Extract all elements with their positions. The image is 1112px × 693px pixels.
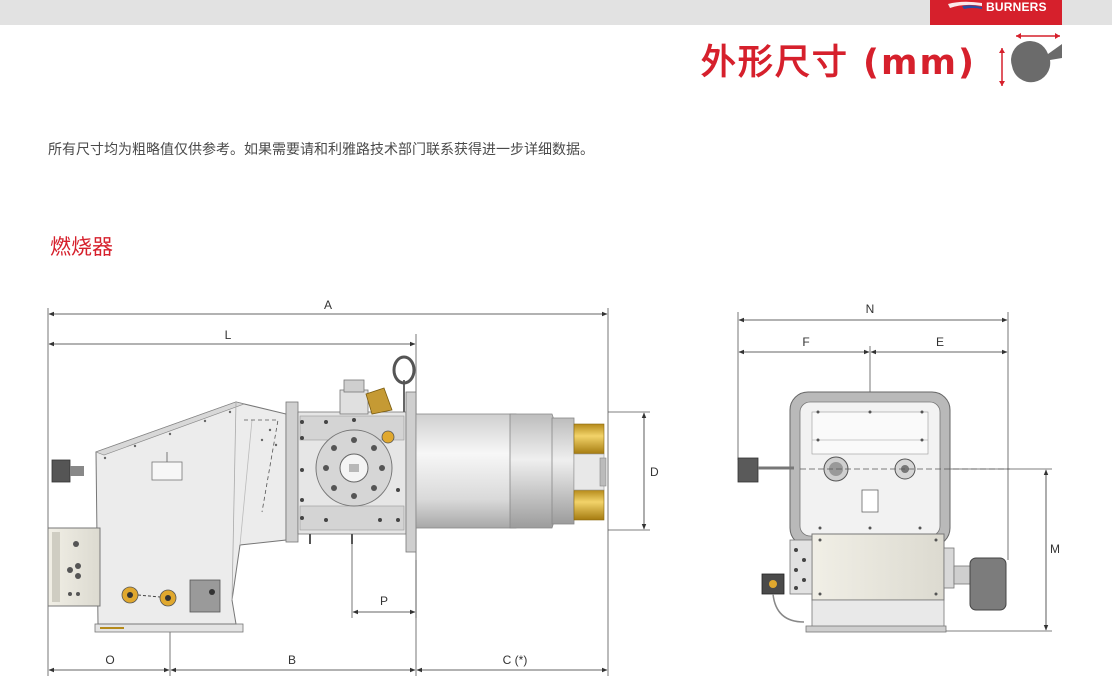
dim-label-f: F [802, 335, 809, 349]
dim-label-b: B [288, 653, 296, 667]
dim-label-p: P [380, 594, 388, 608]
burner-front-view [737, 391, 1010, 633]
dim-label-m: M [1050, 542, 1060, 556]
dim-label-n: N [866, 302, 875, 316]
brand-logo: BURNERS [930, 0, 1062, 25]
front-dimension-lines [738, 317, 1049, 631]
top-bar [0, 0, 1112, 25]
dim-label-o: O [105, 653, 114, 667]
dimension-fan-icon [999, 33, 1062, 86]
dim-label-a: A [324, 298, 332, 312]
dim-label-c: C (*) [503, 653, 528, 667]
dimension-lines [48, 311, 647, 673]
section-title: 燃烧器 [50, 235, 113, 259]
burner-side-view [47, 355, 607, 633]
dim-label-l: L [225, 328, 232, 342]
brand-text: BURNERS [986, 0, 1047, 14]
page-title: 外形尺寸 (mm) [700, 43, 976, 83]
dim-label-d: D [650, 465, 659, 479]
brand-swoosh-icon [948, 1, 982, 9]
dim-label-e: E [936, 335, 944, 349]
intro-text: 所有尺寸均为粗略值仅供参考。如果需要请和利雅路技术部门联系获得进一步详细数据。 [48, 142, 594, 158]
